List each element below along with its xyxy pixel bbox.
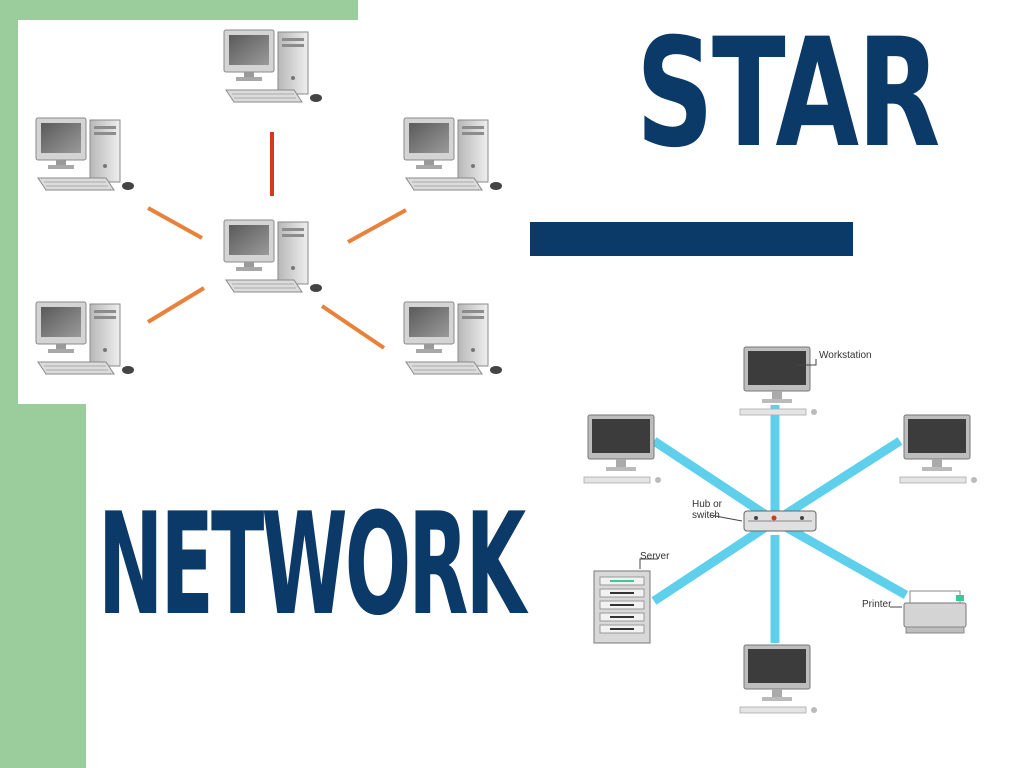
computer-lower-left (35, 301, 135, 375)
link-lower-left (146, 286, 206, 324)
photo-star-network (35, 29, 503, 375)
printer-icon (903, 590, 967, 634)
title-star: STAR (636, 7, 940, 182)
link-lower-right (320, 304, 386, 350)
green-top-strip (0, 0, 358, 20)
workstation-top (739, 346, 818, 416)
photo-star-network-panel (18, 20, 538, 404)
schematic-links (651, 405, 909, 643)
cable-lower-left (651, 517, 778, 605)
title-underline-bar (530, 222, 853, 256)
computer-upper-left (35, 117, 135, 191)
hub-label-line2: switch (692, 510, 720, 521)
link-upper-right (347, 208, 407, 244)
computer-center (223, 219, 323, 293)
printer-label: Printer (862, 599, 892, 610)
workstation-right (899, 414, 978, 484)
computer-top (223, 29, 323, 103)
link-upper-left (147, 206, 203, 240)
hub-label-line1: Hub or (692, 499, 723, 510)
photo-links (146, 132, 407, 350)
cable-upper-left (651, 437, 778, 525)
computer-upper-right (403, 117, 503, 191)
cable-lower-right (772, 517, 909, 599)
workstation-label: Workstation (819, 350, 872, 361)
workstation-bottom (739, 644, 818, 714)
diagram-leaders (639, 359, 902, 608)
server-icon (593, 570, 651, 644)
cable-upper-right (772, 437, 903, 525)
title-network: NETWORK (98, 482, 526, 647)
computer-lower-right (403, 301, 503, 375)
workstation-left (583, 414, 662, 484)
server-label: Server (640, 551, 670, 562)
hub-switch (743, 510, 817, 532)
schematic-star-diagram: Workstation Hub or switch Server Printer (583, 346, 978, 714)
